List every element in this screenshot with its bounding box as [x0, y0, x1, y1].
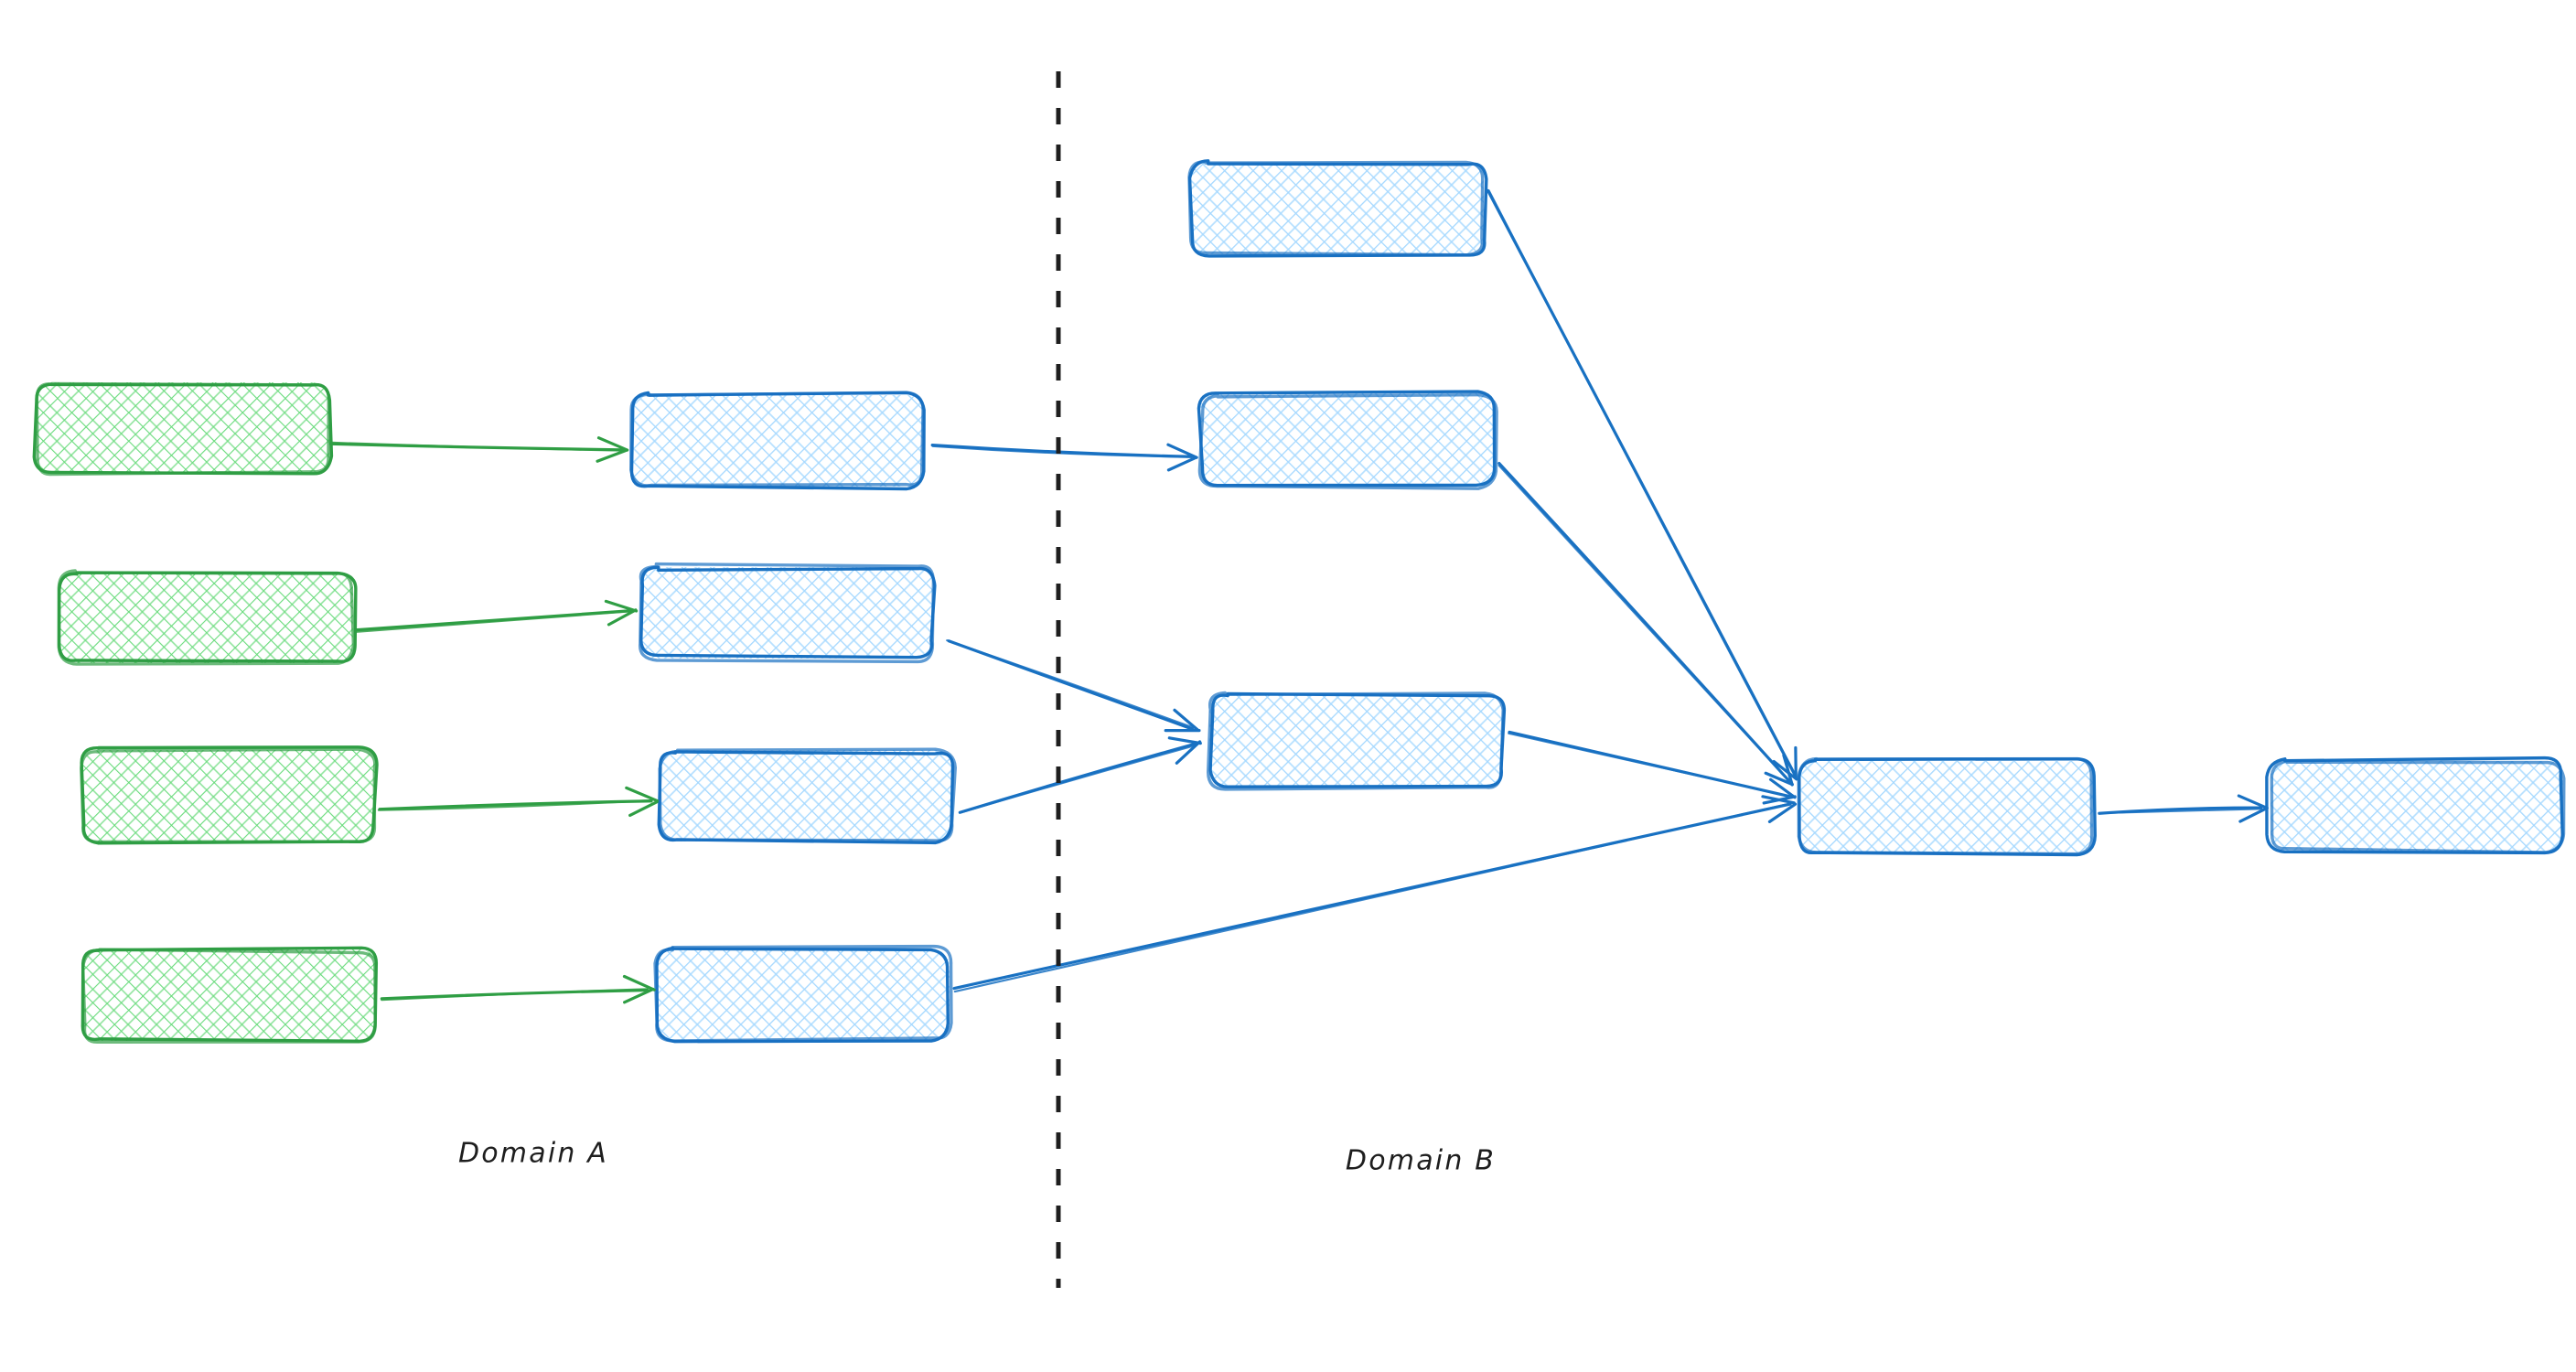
node-a3[interactable] — [79, 745, 379, 845]
edge-a2-b2[interactable] — [354, 599, 639, 633]
node-d1[interactable] — [1797, 756, 2097, 857]
edge-arrowhead — [606, 608, 638, 627]
node-fill-c0 — [1191, 163, 1484, 254]
node-c2[interactable] — [1206, 691, 1507, 791]
edges-layer — [328, 188, 2269, 1004]
edge-b3-c2[interactable] — [958, 736, 1202, 814]
edge-a4-b4[interactable] — [380, 974, 656, 1004]
node-outline — [1797, 756, 2094, 856]
node-fill-d1 — [1800, 761, 2093, 852]
node-c0[interactable] — [1187, 159, 1488, 258]
edge-shaft — [355, 610, 632, 633]
edge-b4-d1[interactable] — [952, 795, 1798, 993]
edge-arrowhead — [623, 987, 655, 1004]
node-fill-a1 — [37, 382, 329, 474]
edge-shaft — [381, 988, 649, 1002]
node-e1[interactable] — [2265, 756, 2567, 856]
node-outline — [1187, 160, 1485, 257]
edge-arrowhead — [1175, 740, 1202, 765]
node-fill-c1 — [1200, 393, 1493, 485]
node-b4[interactable] — [653, 944, 953, 1045]
domain-a-label: Domain A — [458, 1138, 608, 1170]
node-outline — [639, 562, 936, 664]
edge-c1-d1[interactable] — [1497, 461, 1794, 787]
edge-arrowhead — [1767, 802, 1798, 823]
node-outline — [35, 381, 330, 477]
node-outline — [629, 391, 925, 488]
domain-b-label: Domain B — [1346, 1145, 1496, 1177]
edge-arrowhead — [1782, 754, 1794, 787]
edge-arrowhead — [1167, 736, 1202, 745]
node-b1[interactable] — [628, 391, 928, 491]
node-outline — [1197, 392, 1498, 490]
node-fill-b2 — [640, 567, 933, 659]
node-outline — [2270, 759, 2566, 854]
edge-arrowhead — [625, 786, 660, 803]
edge-shaft — [330, 441, 624, 452]
edge-arrowhead — [1769, 777, 1797, 799]
node-outline — [658, 747, 957, 842]
node-a2[interactable] — [57, 568, 358, 667]
node-fill-b3 — [660, 750, 953, 841]
node-fill-c2 — [1209, 695, 1502, 787]
edge-shaft — [953, 802, 1791, 993]
node-c1[interactable] — [1197, 390, 1498, 490]
edge-shaft — [2100, 808, 2263, 815]
edge-b2-c2[interactable] — [946, 639, 1201, 733]
node-fill-a2 — [60, 572, 353, 663]
edge-shaft — [377, 799, 653, 811]
node-fill-b1 — [631, 395, 924, 487]
node-fill-a4 — [84, 949, 377, 1041]
node-fill-b4 — [657, 949, 950, 1041]
edge-arrowhead — [596, 436, 629, 452]
node-outline — [655, 946, 950, 1044]
edge-shaft — [946, 639, 1194, 729]
edge-c0-d1[interactable] — [1487, 188, 1798, 781]
node-outline — [1187, 159, 1488, 258]
edge-arrowhead — [1772, 759, 1798, 781]
edge-arrowhead — [604, 599, 639, 613]
edge-a3-b3[interactable] — [377, 786, 660, 818]
node-fill-a3 — [82, 750, 375, 841]
edge-arrowhead — [622, 974, 656, 991]
edge-arrowhead — [1166, 443, 1198, 459]
edge-shaft — [930, 444, 1193, 458]
edge-arrowhead — [1761, 795, 1796, 805]
edge-arrowhead — [596, 448, 628, 463]
edge-arrowhead — [628, 800, 659, 818]
node-outline — [80, 747, 377, 844]
labels-layer: Domain A Domain B — [458, 1138, 1496, 1177]
edge-d1-e1[interactable] — [2098, 794, 2269, 823]
node-a4[interactable] — [80, 946, 381, 1045]
edge-shaft — [1497, 464, 1790, 782]
edge-b1-c1[interactable] — [930, 443, 1198, 472]
node-outline — [57, 569, 356, 666]
node-outline — [653, 944, 953, 1043]
edge-shaft — [931, 445, 1193, 458]
edge-a1-b1[interactable] — [328, 436, 629, 463]
edge-arrowhead — [1173, 708, 1200, 732]
edge-arrowhead — [2237, 794, 2269, 810]
edge-arrowhead — [1166, 456, 1198, 472]
node-fill-e1 — [2270, 761, 2563, 852]
node-b3[interactable] — [657, 746, 957, 845]
node-b2[interactable] — [637, 562, 937, 664]
edge-shaft — [1487, 189, 1796, 777]
edge-shaft — [1508, 732, 1791, 798]
node-a1[interactable] — [32, 379, 334, 477]
edge-arrowhead — [1764, 771, 1794, 787]
node-outline — [1206, 691, 1505, 791]
edge-arrowhead — [2238, 807, 2268, 823]
node-outline — [80, 948, 377, 1044]
edge-shaft — [959, 744, 1197, 814]
nodes-layer — [32, 159, 2567, 1045]
edge-c2-d1[interactable] — [1508, 730, 1797, 805]
